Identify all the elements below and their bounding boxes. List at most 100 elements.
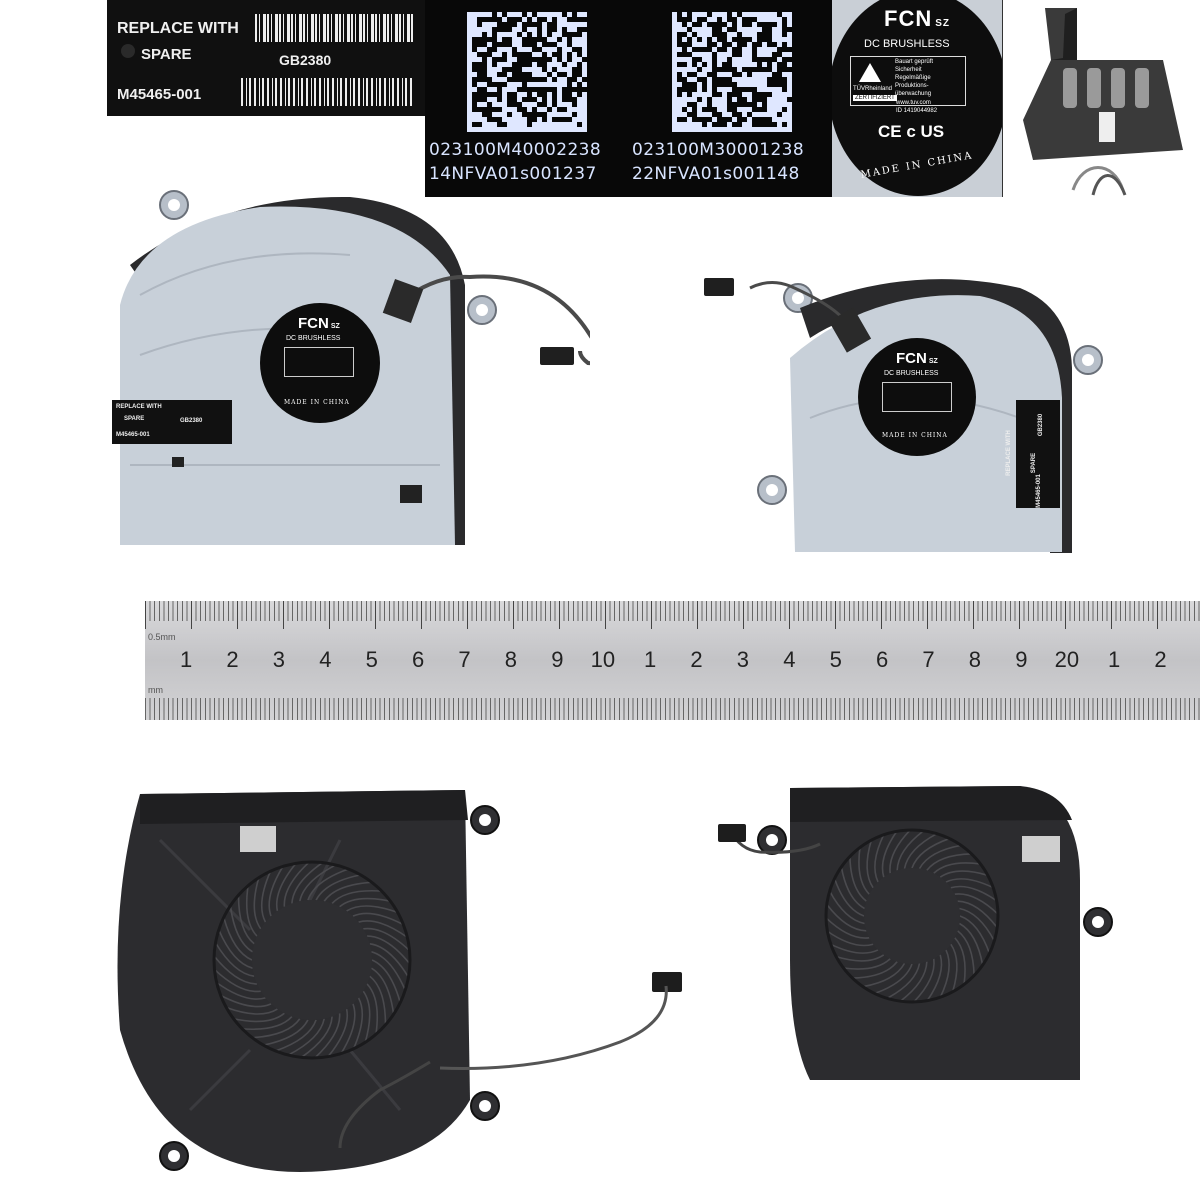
fan-blade — [889, 829, 911, 874]
fan-large-back-blades — [212, 860, 412, 1060]
fan-small-tuv-icon — [882, 382, 952, 412]
fan-blade — [275, 862, 297, 912]
ruler-number: 9 — [551, 647, 564, 672]
fan-large-label-code: GB2380 — [180, 418, 203, 424]
fan-large-back-qr — [240, 826, 276, 852]
fan-blade — [366, 983, 379, 1035]
fan-blade — [918, 844, 962, 869]
fan-blade — [216, 981, 266, 1000]
fan-large-connector — [540, 347, 574, 365]
fan-blade — [287, 1018, 325, 1056]
fan-small-brand-suffix: SZ — [928, 358, 938, 365]
fan-blade — [911, 837, 950, 869]
datamatrix-right-line1: 023100M30001238 — [632, 140, 805, 160]
label-part-number: M45465-001 — [117, 86, 202, 103]
fan-small-back-connector — [718, 824, 746, 842]
fan-small-label-part: M45465-001 — [1035, 474, 1042, 508]
tuv-word: ZERTIFIZIERT — [853, 95, 897, 101]
fan-blade — [959, 907, 996, 942]
barcode-top — [255, 14, 415, 42]
fan-blade — [933, 862, 981, 874]
fan-large-tuv-icon — [284, 347, 354, 377]
ruler-number: 7 — [458, 647, 471, 672]
fan-large-subtitle: DC BRUSHLESS — [286, 335, 341, 342]
fan-blade — [327, 1008, 349, 1058]
ruler-ticks-top-cm — [145, 601, 1200, 629]
label-dot — [121, 44, 135, 58]
fan-blade — [307, 868, 349, 901]
ruler-number: 2 — [690, 647, 703, 672]
fan-blade — [331, 889, 382, 905]
fan-blade — [213, 968, 261, 993]
fan-blade — [903, 832, 938, 869]
fan-blade — [950, 943, 958, 993]
datamatrix-right-line2: 22NFVA01s001148 — [632, 164, 800, 184]
fan-blade — [945, 878, 994, 889]
fan-blade — [913, 958, 935, 1003]
fan-large-label-line2: SPARE — [124, 416, 145, 422]
fan-blade — [340, 1003, 356, 1055]
tuv-text-2: Sicherheit — [895, 67, 922, 73]
ruler-number: 4 — [319, 647, 332, 672]
fan-blade — [233, 1012, 285, 1023]
fan-small-back — [700, 780, 1120, 1100]
ruler-number: 1 — [644, 647, 657, 672]
fan-small-back-body — [728, 786, 1113, 1080]
tuv-text-1: Bauart geprüft — [895, 59, 934, 65]
ruler-number: 5 — [365, 647, 378, 672]
fan-blade — [371, 951, 406, 991]
fan-blade — [300, 1016, 333, 1059]
fan-blade — [957, 930, 975, 976]
ruler-number: 20 — [1054, 647, 1080, 672]
fan-small-subtitle: DC BRUSHLESS — [884, 370, 939, 377]
fan-blade — [926, 853, 972, 871]
ruler-number: 1 — [180, 647, 193, 672]
label-part-code: GB2380 — [279, 52, 332, 68]
fan-rim — [212, 860, 412, 1060]
fan-blade — [830, 943, 879, 954]
fan-blade — [954, 937, 966, 985]
fan-small-back-blades — [824, 828, 1000, 1004]
fan-blade — [352, 997, 364, 1050]
ruler-number: 1 — [1108, 647, 1121, 672]
ruler-number: 6 — [876, 647, 889, 672]
fan-blade — [828, 890, 865, 925]
tuv-triangle-icon — [859, 63, 881, 82]
fan-blade — [299, 864, 337, 902]
tuv-text-4: Produktions- — [895, 83, 929, 89]
fan-blade — [954, 893, 999, 915]
steel-ruler: 0.5mm mm 1234567891012345678920123 — [145, 601, 1200, 720]
fan-small-label-line2: SPARE — [1031, 452, 1038, 474]
fan-blade — [840, 866, 865, 910]
fan-blade — [826, 930, 874, 947]
fan-blade — [220, 994, 272, 1008]
fan-blade — [214, 942, 255, 977]
label-closeup-panel: REPLACE WITH SPARE M45465-001 GB2380 — [107, 0, 425, 116]
fan-blade — [959, 922, 984, 966]
tuv-text-5: überwachung — [895, 91, 932, 97]
fan-blade — [371, 959, 402, 1003]
fan-blade — [826, 903, 867, 932]
fan-blade — [874, 963, 913, 995]
datamatrix-panel-right: 023100M30001238 22NFVA01s001148 — [628, 0, 832, 197]
fan-blade — [314, 1013, 341, 1059]
fan-blade — [323, 881, 372, 902]
fan-blade — [835, 954, 885, 962]
ruler-number: 2 — [1154, 647, 1167, 672]
fan-blade — [245, 885, 258, 937]
fan-blade — [886, 963, 921, 1000]
connector-closeup-panel — [1002, 0, 1200, 197]
datamatrix-panel-left: 023100M40002238 14NFVA01s001237 — [425, 0, 628, 197]
ruler-number: 9 — [1015, 647, 1028, 672]
ruler-number: 8 — [504, 647, 518, 672]
fan-large-back — [100, 780, 500, 1180]
fan-blade — [252, 1018, 301, 1039]
fan-blade — [369, 943, 410, 978]
fan-small-back-qr — [1022, 836, 1060, 862]
fan-blade — [926, 954, 943, 1002]
fan-large-origin: MADE IN CHINA — [284, 399, 350, 406]
fan-blade — [896, 830, 925, 871]
